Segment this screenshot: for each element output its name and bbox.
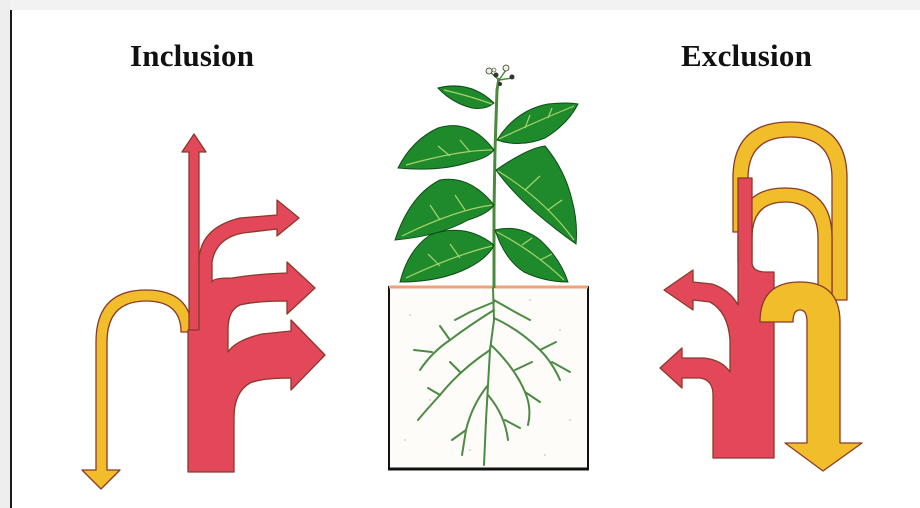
plant-in-soil-pot-icon: [388, 65, 589, 469]
leaf-icon: [438, 86, 494, 109]
leaf-icon: [398, 126, 494, 170]
inclusion-main-branch-arrows: [188, 200, 325, 472]
exclusion-red-body-arrows: [660, 178, 774, 458]
exclusion-down-yellow-arrow: [760, 282, 862, 471]
inclusion-yellow-hook-arrow: [82, 290, 192, 489]
flower-buds-icon: [486, 65, 515, 86]
exclusion-flow-arrows-icon: [660, 122, 862, 471]
inclusion-flow-arrows-icon: [82, 134, 325, 489]
plant-stem: [494, 78, 499, 288]
